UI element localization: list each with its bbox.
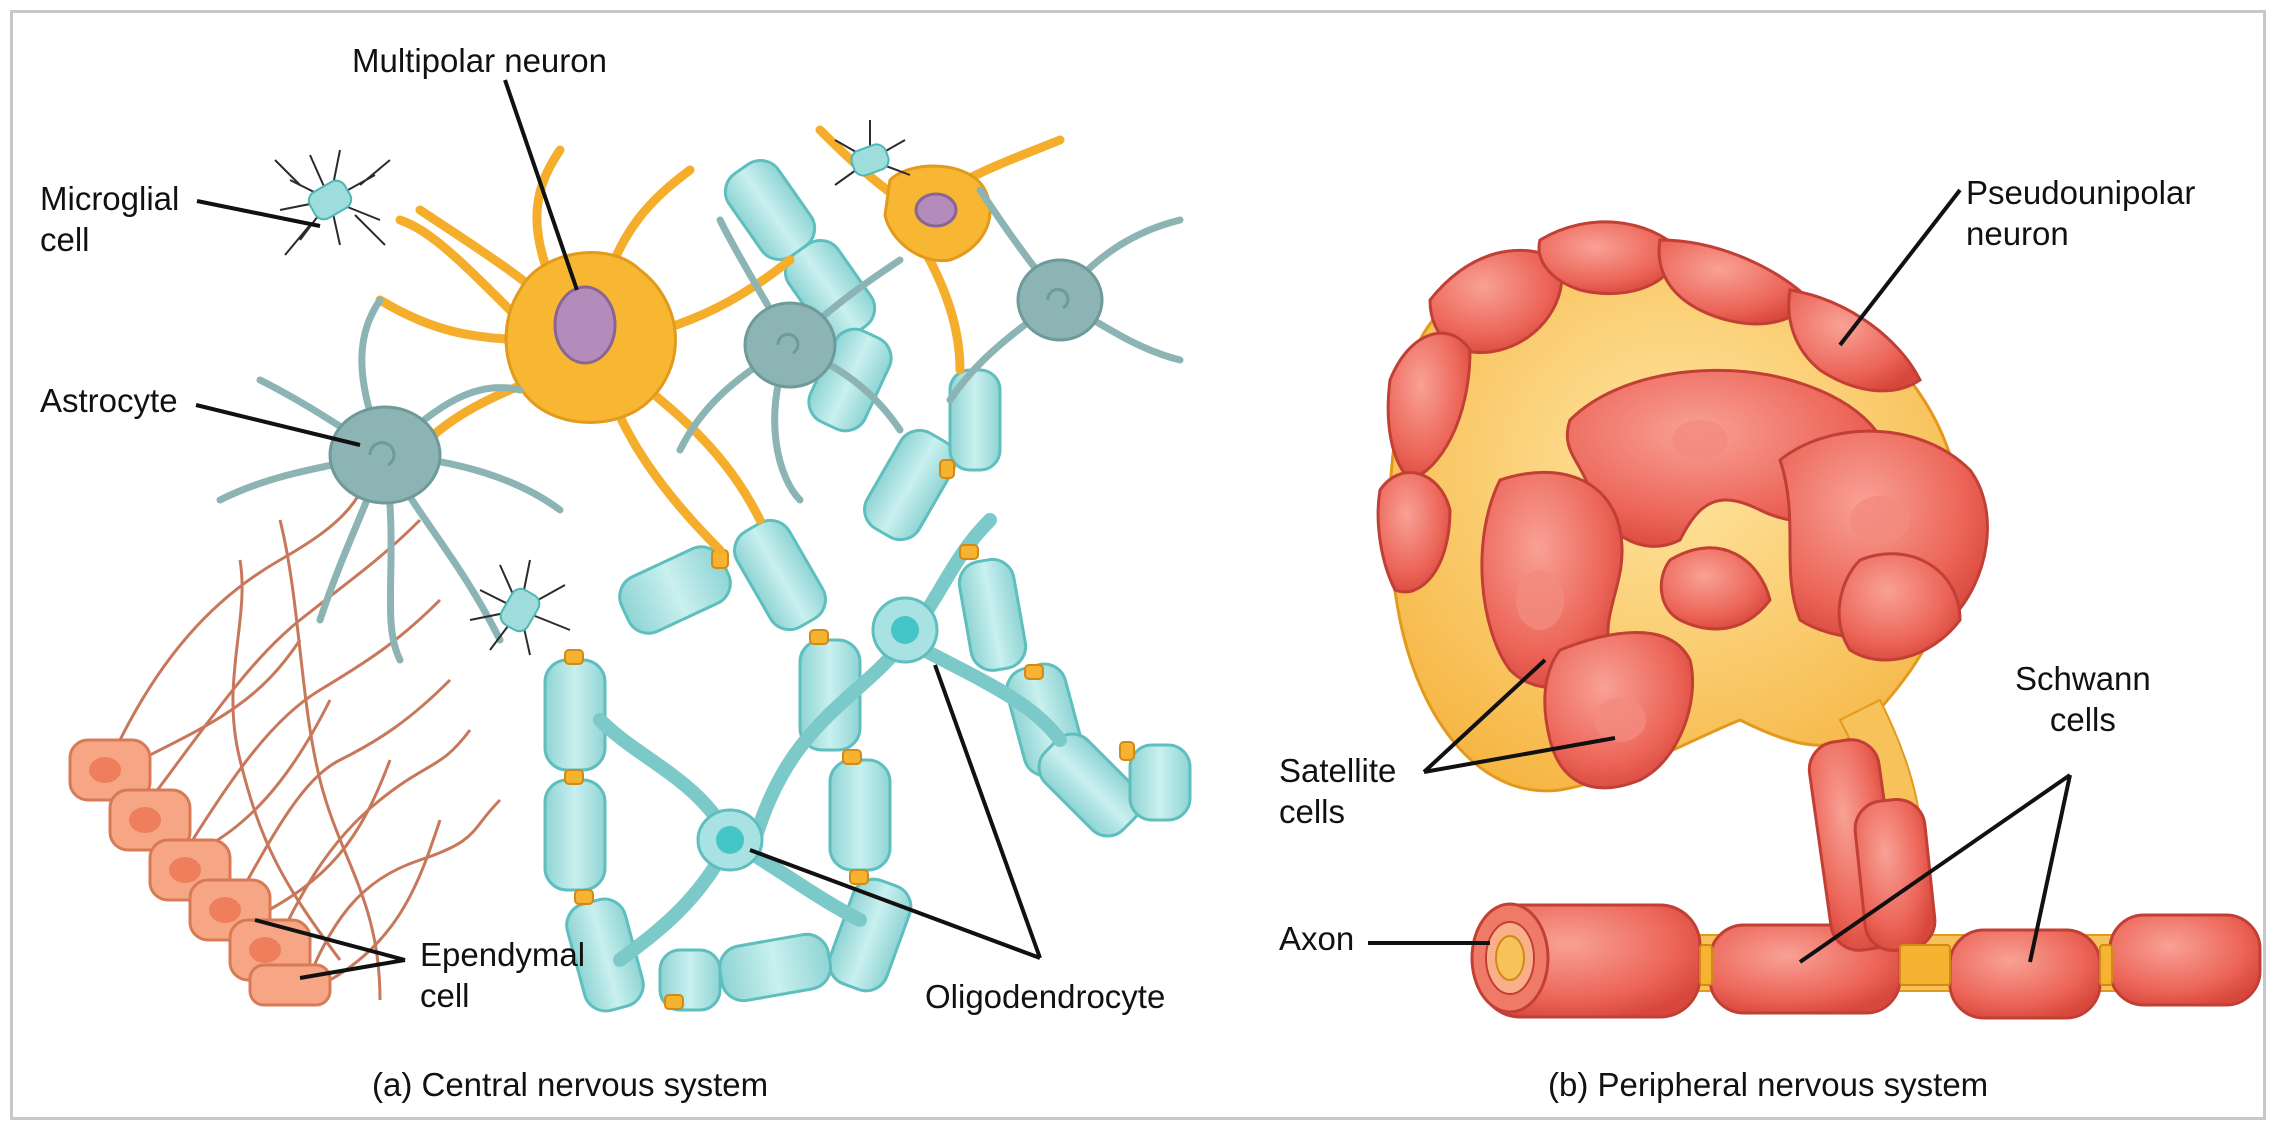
label-ependymal-cell: Ependymal cell: [420, 934, 585, 1016]
label-ependymal-cell-line1: Ependymal: [420, 936, 586, 973]
label-satellite-cells-line2: cells: [1279, 793, 1346, 830]
label-pseudounipolar-neuron: Pseudounipolar neuron: [1966, 172, 2195, 254]
astrocyte-body-2: [743, 301, 837, 389]
cns-panel: [68, 79, 1192, 1013]
leader-lines-b: [1368, 188, 2072, 964]
leader-lines-a: [195, 79, 1042, 980]
label-pseudounipolar-neuron-line2: neuron: [1966, 215, 2069, 252]
ependymal-processes: [118, 449, 502, 1001]
microglial-cells: [274, 120, 911, 656]
caption-panel-a: (a) Central nervous system: [372, 1066, 769, 1103]
schwann-cell: [1948, 928, 2102, 1020]
label-microglial-cell: Microglial cell: [40, 178, 179, 260]
astrocyte-body-3: [1016, 258, 1104, 342]
label-axon: Axon: [1279, 920, 1355, 957]
label-microglial-cell-line1: Microglial: [40, 180, 180, 217]
label-oligodendrocyte: Oligodendrocyte: [925, 978, 1166, 1015]
pns-panel: [1368, 188, 2262, 1020]
label-schwann-cells-line2: cells: [2049, 701, 2116, 738]
multipolar-neuron-nucleus: [553, 285, 617, 365]
microglial-cell-body-2: [499, 587, 541, 633]
label-satellite-cells-line1: Satellite: [1279, 752, 1397, 789]
label-satellite-cells: Satellite cells: [1279, 750, 1396, 832]
label-pseudounipolar-neuron-line1: Pseudounipolar: [1966, 174, 2196, 211]
label-multipolar-neuron: Multipolar neuron: [352, 42, 607, 79]
label-ependymal-cell-line2: cell: [420, 977, 470, 1014]
nodes-of-ranvier: [564, 459, 1135, 1010]
caption-panel-b: (b) Peripheral nervous system: [1548, 1066, 1989, 1103]
label-astrocyte: Astrocyte: [40, 382, 178, 419]
label-schwann-cells-line1: Schwann: [2015, 660, 2151, 697]
schwann-cell: [2108, 913, 2262, 1007]
label-microglial-cell-line2: cell: [40, 221, 90, 258]
astrocyte-body: [328, 405, 442, 505]
ependymal-cell-shape: [248, 963, 332, 1007]
microglial-cell-body: [307, 179, 353, 221]
myelin-sheaths: [543, 158, 1192, 1013]
label-schwann-cells: Schwann cells: [2015, 658, 2151, 740]
